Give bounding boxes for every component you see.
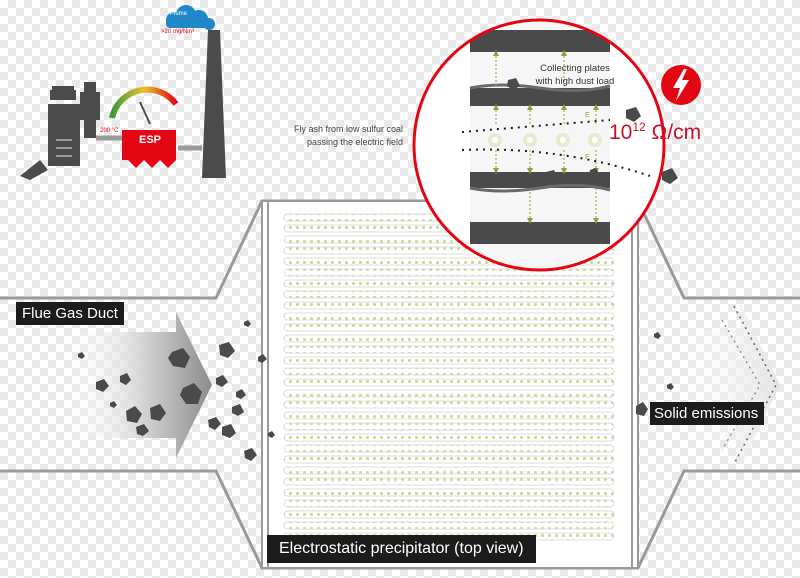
collecting-plate: [283, 301, 615, 310]
plume-label: Plume: [170, 11, 188, 17]
collecting-plate: [283, 521, 615, 530]
field-label-lower: E: [585, 154, 590, 161]
collecting-plate: [283, 290, 615, 299]
collecting-plate: [283, 279, 615, 288]
collecting-plates-caption-line1: Collecting plates: [540, 63, 610, 74]
fly-ash-caption-line2: passing the electric field: [306, 137, 403, 147]
gauge-icon: [109, 86, 179, 119]
collecting-plate: [283, 345, 615, 354]
collecting-plate: [283, 510, 615, 519]
esp-title-label: Electrostatic precipitator (top view): [267, 535, 536, 563]
resistivity-value: 1012 Ω/cm: [609, 120, 701, 145]
collecting-plate: [283, 378, 615, 387]
collecting-plate: [283, 477, 615, 486]
collecting-plate: [283, 356, 615, 365]
collecting-plate: [283, 400, 615, 409]
flue-gas-duct-label: Flue Gas Duct: [16, 302, 124, 325]
collecting-plate: [283, 268, 615, 277]
resistivity-unit: Ω/cm: [645, 121, 702, 144]
collecting-plate: [283, 444, 615, 453]
collecting-plate: [283, 466, 615, 475]
collecting-plate: [283, 488, 615, 497]
resistivity-base: 10: [609, 121, 633, 144]
collecting-plate: [283, 323, 615, 332]
collecting-plate: [283, 499, 615, 508]
collecting-plates-caption-line2: with high dust load: [535, 76, 615, 87]
plume-value-label: >20 mg/Nm³: [161, 29, 195, 35]
temperature-label: 200 °C: [100, 128, 119, 134]
collecting-plate: [283, 312, 615, 321]
collecting-plate: [283, 389, 615, 398]
collecting-plate: [283, 411, 615, 420]
emissions-arrow: [682, 302, 780, 468]
field-label-upper: E: [585, 112, 590, 119]
plume-cloud: [166, 5, 215, 30]
esp-tag: ESP: [138, 134, 161, 146]
collecting-plate: [283, 367, 615, 376]
flue-gas-arrow: [70, 312, 212, 458]
collecting-plate: [283, 422, 615, 431]
fly-ash-caption-line1: Fly ash from low sulfur coal: [293, 124, 403, 134]
esp-unit: [122, 130, 176, 168]
lightning-bolt-icon: [661, 65, 701, 105]
collecting-plate: [283, 455, 615, 464]
dust-particles: [78, 320, 674, 461]
power-plant-illustration: [20, 5, 226, 180]
collecting-plate: [283, 334, 615, 343]
magnifier: [412, 18, 701, 272]
solid-emissions-label: Solid emissions: [650, 402, 765, 425]
collecting-plate: [283, 433, 615, 442]
resistivity-exponent: 12: [632, 120, 646, 134]
